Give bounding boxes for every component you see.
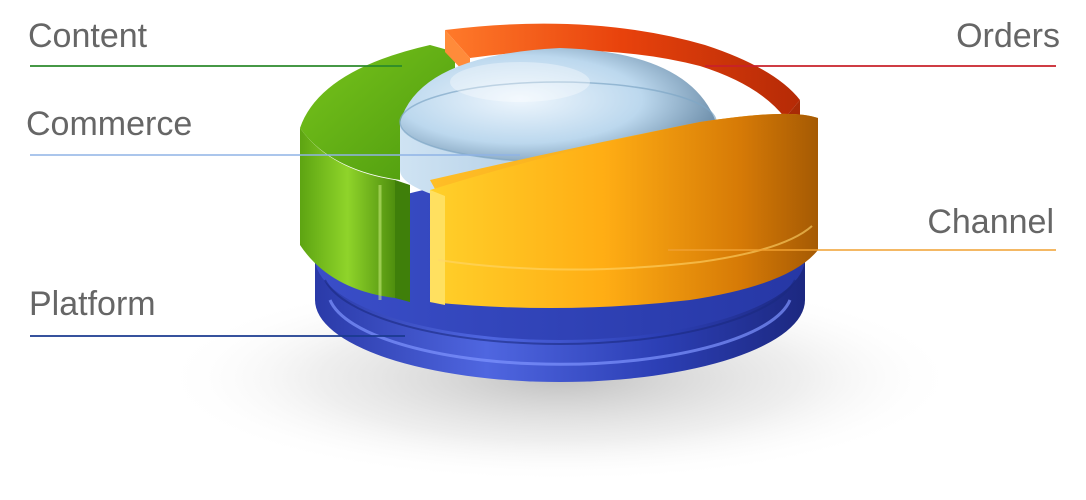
content-segment xyxy=(300,45,455,302)
platform-label: Platform xyxy=(29,285,156,323)
content-label: Content xyxy=(28,17,148,55)
commerce-label: Commerce xyxy=(26,105,193,143)
orders-label: Orders xyxy=(956,17,1060,55)
channel-label: Channel xyxy=(927,203,1054,241)
channel-segment xyxy=(430,113,818,309)
